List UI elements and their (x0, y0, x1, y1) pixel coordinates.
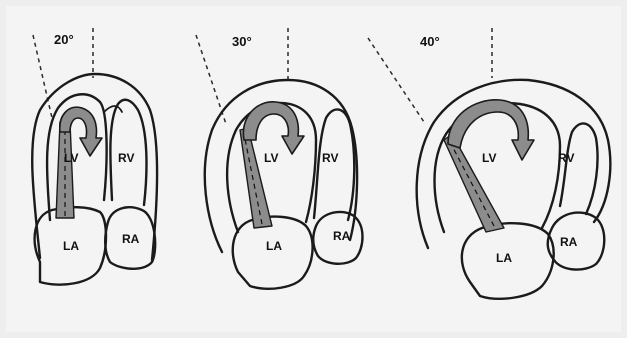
septum-20 (104, 106, 122, 112)
label-rv-20: RV (118, 151, 134, 165)
beam-wedge-30 (240, 128, 272, 228)
view-40-degrees: 40° LV RV LA RA (368, 28, 610, 299)
label-rv-40: RV (558, 151, 574, 165)
label-rv-30: RV (322, 151, 338, 165)
label-lv-20: LV (64, 151, 78, 165)
label-lv-30: LV (264, 151, 278, 165)
view-30-degrees: 30° LV RV LA RA (196, 28, 363, 289)
lv-wall-30 (227, 103, 316, 232)
label-la-20: LA (63, 239, 79, 253)
beam-wedge-40 (444, 134, 504, 232)
label-ra-30: RA (333, 229, 351, 243)
label-lv-40: LV (482, 151, 496, 165)
rv-wall-40 (560, 123, 598, 214)
angle-label-30: 30° (232, 34, 252, 49)
view-20-degrees: 20° LV RV LA RA (32, 28, 157, 285)
label-la-30: LA (266, 239, 282, 253)
label-ra-20: RA (122, 232, 140, 246)
label-ra-40: RA (560, 235, 578, 249)
angle-label-40: 40° (420, 34, 440, 49)
label-la-40: LA (496, 251, 512, 265)
angle-label-20: 20° (54, 32, 74, 47)
guide-line-left-40 (368, 38, 424, 122)
